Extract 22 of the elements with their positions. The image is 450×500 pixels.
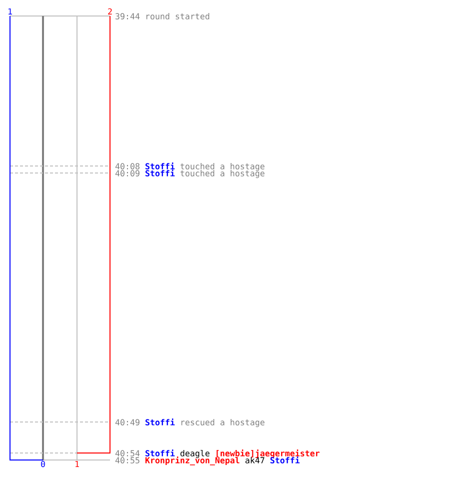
count-label: 1: [8, 8, 12, 14]
timestamp: 40:49: [115, 419, 140, 426]
event-text: rescued a hostage: [181, 419, 264, 428]
timestamp: 40:55: [115, 457, 140, 464]
count-label: 1: [76, 460, 79, 467]
event-text: touched a hostage: [180, 170, 264, 178]
timestamp: 40:09: [115, 170, 140, 176]
event-text: 39:44 round started: [116, 13, 210, 20]
count-label: 0: [41, 460, 45, 468]
player-name: Kronprinz_von_Nepal: [145, 456, 240, 466]
player-name: Stoffi: [146, 170, 175, 176]
player-name: [newbie]jaegermeister: [216, 450, 320, 458]
player-name: Stoffi: [146, 418, 175, 426]
weapon-name: deagle: [180, 450, 210, 458]
timestamp: 40:08: [115, 163, 140, 170]
player-name: Stoffi: [146, 450, 175, 456]
count-label: 2: [108, 8, 112, 14]
timestamp: 40:54: [115, 450, 140, 456]
player-name: Stoffi: [270, 456, 300, 464]
player-name: Stoffi: [146, 162, 175, 170]
weapon-name: ak47: [245, 457, 264, 464]
event-text: touched a hostage: [180, 163, 264, 172]
